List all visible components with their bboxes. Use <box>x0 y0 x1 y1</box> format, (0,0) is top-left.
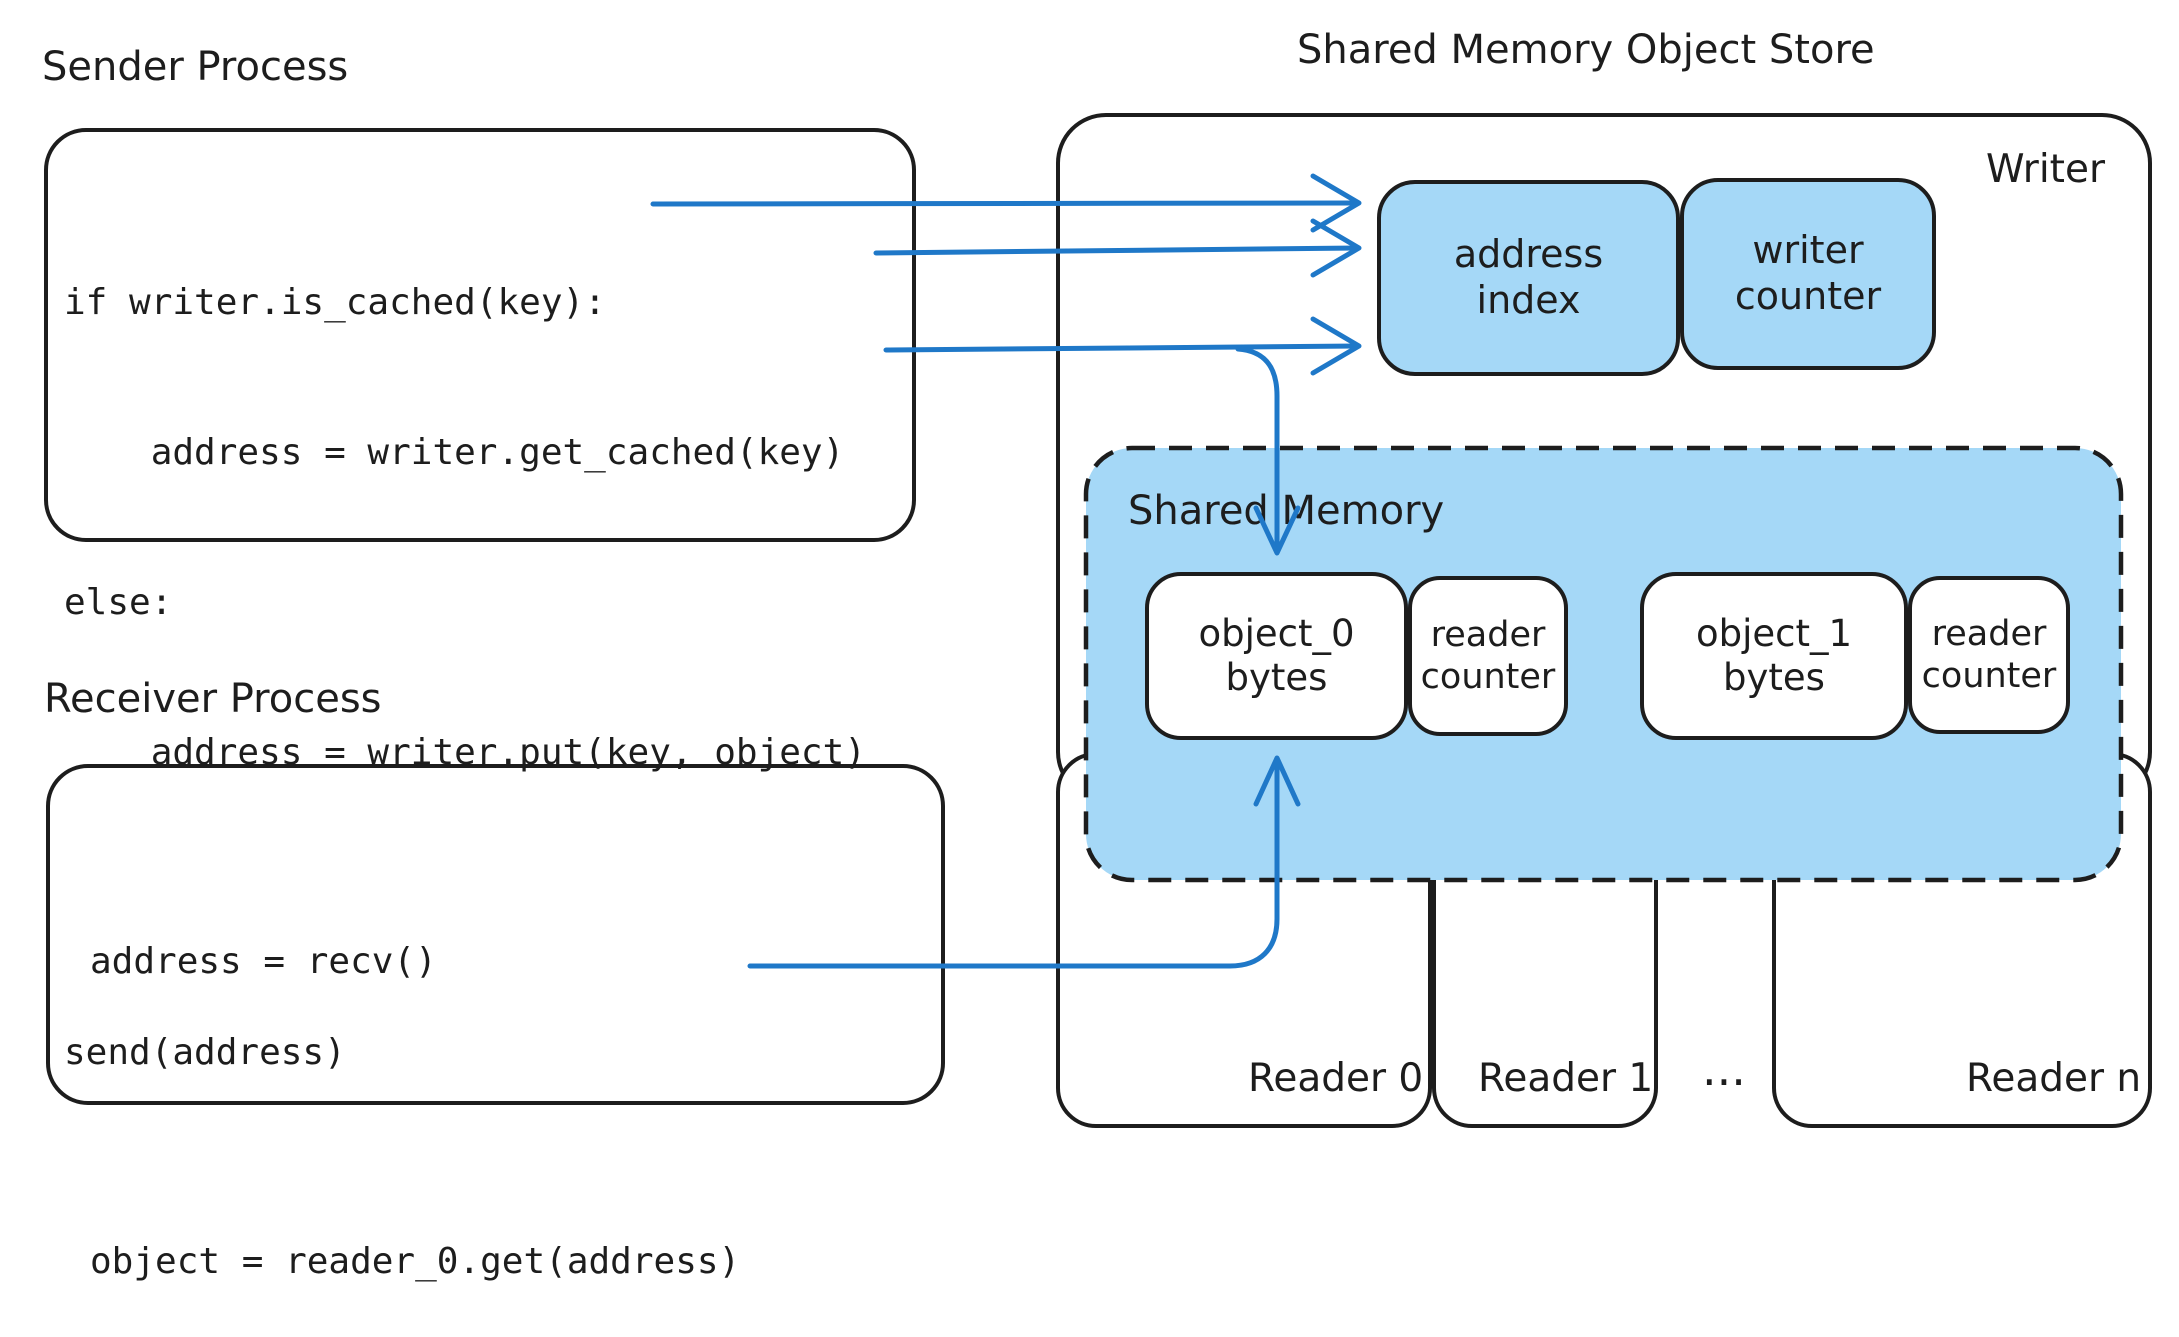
reader-counter1-label-line2: counter <box>1921 656 2057 696</box>
receiver-process-title: Receiver Process <box>44 676 382 722</box>
reader-counter0-label-line2: counter <box>1420 657 1556 697</box>
sender-process-title: Sender Process <box>42 44 349 90</box>
code-line <box>90 1087 740 1137</box>
object1-box: object_1 bytes <box>1640 572 1908 740</box>
code-line: object = reader_0.get(address) <box>90 1241 741 1282</box>
shared-memory-label: Shared Memory <box>1128 488 1445 534</box>
writer-counter-box: writer counter <box>1680 178 1936 370</box>
writer-label: Writer <box>1986 147 2105 192</box>
readers-ellipsis: ... <box>1702 1042 1746 1096</box>
code-line: else: <box>64 582 173 623</box>
code-line: address = writer.get_cached(key) <box>64 432 845 473</box>
address-index-box: address index <box>1377 180 1680 376</box>
shared-memory-dashed-rect <box>1083 445 2124 883</box>
code-line: address = recv() <box>90 941 437 982</box>
address-index-label-line1: address <box>1453 232 1604 277</box>
reader1-label: Reader 1 <box>1478 1056 1654 1101</box>
code-line: if writer.is_cached(key): <box>64 282 606 323</box>
object1-label-line1: object_1 <box>1695 611 1853 655</box>
reader-counter0-label-line1: reader <box>1430 615 1546 655</box>
receiver-code: address = recv() object = reader_0.get(a… <box>90 837 740 1337</box>
readerN-label: Reader n <box>1966 1056 2142 1101</box>
reader-counter1-label-line1: reader <box>1931 614 2047 654</box>
sender-code-box <box>44 128 916 542</box>
store-title: Shared Memory Object Store <box>1297 27 1875 73</box>
writer-counter-label-line1: writer <box>1752 228 1864 273</box>
object1-label-line2: bytes <box>1723 656 1825 699</box>
address-index-label-line2: index <box>1476 278 1581 322</box>
shared-memory-box <box>1083 445 2124 883</box>
object0-label-line2: bytes <box>1225 656 1328 699</box>
code-line: address = writer.put(key, object) <box>64 732 866 773</box>
reader-counter1-box: reader counter <box>1908 576 2070 734</box>
writer-counter-label-line2: counter <box>1734 274 1882 318</box>
reader0-label: Reader 0 <box>1248 1056 1424 1101</box>
object0-label-line1: object_0 <box>1198 611 1355 655</box>
reader-counter0-box: reader counter <box>1408 576 1568 736</box>
object0-box: object_0 bytes <box>1145 572 1408 740</box>
code-line: send(address) <box>64 1032 346 1073</box>
